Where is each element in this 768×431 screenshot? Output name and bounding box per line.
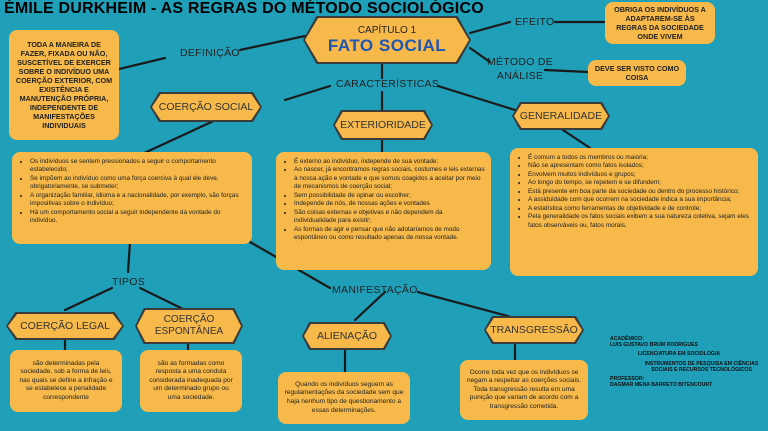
- list-item: Envolvem muitos indivíduos e grupos;: [528, 171, 752, 179]
- coercao-legal-text: são determinadas pela sociedade, sob a f…: [19, 359, 113, 401]
- topic-label: FATO SOCIAL: [327, 35, 447, 55]
- coercao-detail-box: Os indivíduos se sentem pressionados a s…: [12, 152, 252, 244]
- credit-academico: ACADÊMICO: LUIS GUSTAVO BRUM RODRIGUES: [610, 336, 698, 349]
- list-item: É externo ao indivíduo, independe de sua…: [294, 158, 485, 166]
- exterioridade-label: EXTERIORIDADE: [340, 119, 426, 131]
- coercao-espontanea-text: são as formadas como resposta a uma cond…: [149, 359, 233, 401]
- definition-box: TODA A MANEIRA DE FAZER, FIXADA OU NÃO, …: [9, 30, 119, 140]
- definition-text: TODA A MANEIRA DE FAZER, FIXADA OU NÃO, …: [15, 40, 113, 130]
- method-text: DEVE SER VISTO COMO COISA: [594, 64, 680, 82]
- coercao-social-label: COERÇÃO SOCIAL: [158, 101, 254, 113]
- exterioridade-detail-box: É externo ao indivíduo, independe de sua…: [276, 152, 491, 270]
- method-box: DEVE SER VISTO COMO COISA: [588, 60, 686, 86]
- definicao-label: DEFINIÇÃO: [180, 47, 240, 59]
- efeito-label: EFEITO: [515, 16, 555, 28]
- list-item: Ao nascer, já encontramos regras sociais…: [294, 166, 485, 191]
- list-item: A assiduidade com que ocorrem na socieda…: [528, 196, 752, 204]
- list-item: Ao longo do tempo, se repetem e se difun…: [528, 179, 752, 187]
- coercao-legal-box: são determinadas pela sociedade, sob a f…: [10, 350, 122, 412]
- list-item: As formas de agir e pensar que não adota…: [294, 226, 485, 243]
- list-item: A organização familiar, idioma e a nacio…: [30, 192, 246, 209]
- transgressao-label: TRANSGRESSÃO: [490, 324, 578, 336]
- generalidade-items: É comum a todos os membros ou maioria; N…: [518, 154, 752, 230]
- coercao-social-node: COERÇÃO SOCIAL: [150, 92, 262, 122]
- generalidade-label: GENERALIDADE: [519, 110, 603, 122]
- coercao-items: Os indivíduos se sentem pressionados a s…: [20, 158, 246, 226]
- coercao-legal-label: COERÇÃO LEGAL: [20, 320, 110, 332]
- credit-professor: PROFESSOR: DAGMAR MENA BARRETO BITENCOUR…: [610, 376, 713, 389]
- list-item: Não se apresentam como fatos isolados;: [528, 162, 752, 170]
- caracteristicas-label: CARACTERÍSTICAS: [336, 78, 440, 90]
- transgressao-box: Ocorre toda vez que os indivíduos se neg…: [460, 360, 588, 420]
- list-item: Pela generalidade os fatos sociais exibe…: [528, 213, 752, 230]
- list-item: Há um comportamento social a seguir inde…: [30, 209, 246, 226]
- alienacao-label: ALIENAÇÃO: [316, 330, 378, 342]
- effect-text: OBRIGA OS INDIVÍDUOS A ADAPTAREM-SE ÀS R…: [614, 5, 706, 41]
- exterioridade-node: EXTERIORIDADE: [333, 110, 433, 140]
- generalidade-node: GENERALIDADE: [512, 102, 610, 130]
- alienacao-node: ALIENAÇÃO: [302, 322, 392, 350]
- list-item: Está presente em boa parte da sociedade …: [528, 188, 752, 196]
- exterioridade-items: É externo ao indivíduo, independe de sua…: [284, 158, 485, 243]
- page-title: ÉMILE DURKHEIM - AS REGRAS DO MÉTODO SOC…: [4, 0, 484, 17]
- generalidade-detail-box: É comum a todos os membros ou maioria; N…: [510, 148, 758, 276]
- coercao-espontanea-node: COERÇÃO ESPONTÂNEA: [135, 308, 243, 344]
- manifestacao-label: MANIFESTAÇÃO: [332, 284, 418, 296]
- alienacao-box: Quando os indivíduos seguem as regulamen…: [278, 372, 410, 424]
- coercao-espontanea-label: COERÇÃO ESPONTÂNEA: [154, 313, 224, 338]
- list-item: Se impõem ao indivíduo como uma força co…: [30, 175, 246, 192]
- coercao-espontanea-box: são as formadas como resposta a uma cond…: [140, 350, 242, 412]
- effect-box: OBRIGA OS INDIVÍDUOS A ADAPTAREM-SE ÀS R…: [605, 2, 715, 44]
- credit-disciplina: INSTRUMENTOS DE PESQUISA EM CIÊNCIAS SOC…: [644, 360, 759, 373]
- alienacao-text: Quando os indivíduos seguem as regulamen…: [284, 380, 404, 414]
- credit-curso: LICENCIATURA EM SOCIOLOGIA: [638, 351, 721, 358]
- list-item: Independe de nós, de nossas ações e vont…: [294, 200, 485, 208]
- chapter-label: CAPÍTULO 1: [357, 24, 417, 36]
- metodo-label: MÉTODO DE ANÁLISE: [487, 56, 554, 83]
- coercao-legal-node: COERÇÃO LEGAL: [6, 312, 124, 340]
- list-item: Os indivíduos se sentem pressionados a s…: [30, 158, 246, 175]
- list-item: É comum a todos os membros ou maioria;: [528, 154, 752, 162]
- center-node: CAPÍTULO 1 FATO SOCIAL: [303, 16, 471, 64]
- tipos-label: TIPOS: [112, 276, 146, 288]
- list-item: Sem possibilidade de opinar ou escolher;: [294, 192, 485, 200]
- list-item: A estatística como ferramentas de objeti…: [528, 205, 752, 213]
- transgressao-node: TRANSGRESSÃO: [484, 316, 584, 344]
- transgressao-text: Ocorre toda vez que os indivíduos se neg…: [466, 368, 582, 410]
- list-item: São coisas externas e objetivas e não de…: [294, 209, 485, 226]
- credits: ACADÊMICO: LUIS GUSTAVO BRUM RODRIGUES L…: [610, 336, 765, 392]
